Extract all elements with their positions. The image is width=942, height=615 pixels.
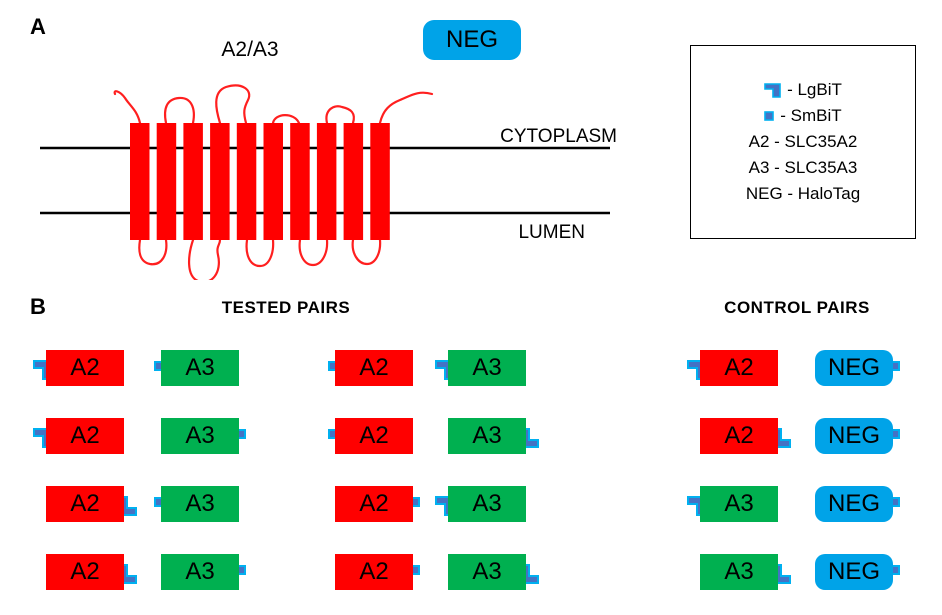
pair-box-label: A3 <box>185 490 215 517</box>
pair-box-neg: NEG <box>815 418 893 454</box>
legend-item-lgbit: - LgBiT <box>764 80 842 100</box>
bottom-loop <box>351 238 382 266</box>
pair-box-a2: A2 <box>46 418 124 454</box>
helix <box>263 123 283 240</box>
pair-box-neg: NEG <box>815 554 893 590</box>
legend-item-a3: A3 - SLC35A3 <box>749 158 858 178</box>
protein-title: A2/A3 <box>221 38 279 61</box>
membrane-diagram: CYTOPLASM LUMEN <box>40 84 617 280</box>
transmembrane-helices <box>130 123 390 240</box>
pair-box-a3: A3 <box>161 418 239 454</box>
top-loop <box>215 84 251 125</box>
helix <box>290 123 310 240</box>
pair-box-a2: A2 <box>335 554 413 590</box>
control-pairs-heading: CONTROL PAIRS <box>724 298 870 317</box>
lgbit-icon <box>764 82 781 98</box>
pair-box-a3: A3 <box>161 350 239 386</box>
helix <box>343 123 364 240</box>
pair-box-label: A2 <box>724 422 754 449</box>
pair-box-label: NEG <box>827 422 880 449</box>
pair-box-a3: A3 <box>700 486 778 522</box>
c-terminus-loop <box>378 91 434 125</box>
pair-box-label: A3 <box>724 490 754 517</box>
pair-box-label: A3 <box>185 354 215 381</box>
legend-item-a2: A2 - SLC35A2 <box>749 132 858 152</box>
legend-item-smbit: - SmBiT <box>764 106 842 126</box>
pair-box-label: A2 <box>359 422 389 449</box>
helix <box>316 123 337 240</box>
pair-box-neg: NEG <box>815 350 893 386</box>
bottom-loop <box>188 238 222 280</box>
cytoplasm-label: CYTOPLASM <box>500 126 617 147</box>
protein-loops <box>113 84 434 280</box>
pair-box-a3: A3 <box>448 554 526 590</box>
pair-box-a2: A2 <box>46 350 124 386</box>
pair-box-a3: A3 <box>448 418 526 454</box>
pair-box-a2: A2 <box>700 350 778 386</box>
legend-item-label: A3 - SLC35A3 <box>748 158 858 177</box>
pair-box-a3: A3 <box>700 554 778 590</box>
pair-box-label: A2 <box>724 354 754 381</box>
pair-box-label: A3 <box>185 422 215 449</box>
top-loop <box>163 96 195 125</box>
helix <box>156 123 177 240</box>
pair-box-label: A3 <box>724 558 754 585</box>
panel-b-label: B <box>30 294 46 319</box>
pair-box-label: A3 <box>185 558 215 585</box>
legend-item-label: - SmBiT <box>780 106 842 125</box>
top-loop <box>325 105 355 125</box>
bottom-loop <box>138 238 168 266</box>
pair-box-label: A2 <box>359 558 389 585</box>
pair-box-a2: A2 <box>46 486 124 522</box>
pair-box-a3: A3 <box>448 350 526 386</box>
legend-item-label: A2 - SLC35A2 <box>748 132 858 151</box>
legend-box: - LgBiT - SmBiT A2 - SLC35A2 A3 - SLC35A… <box>690 45 916 239</box>
pair-box-a2: A2 <box>46 554 124 590</box>
pair-box-label: A3 <box>472 490 502 517</box>
bottom-loop <box>298 238 329 267</box>
pair-box-label: A2 <box>70 422 100 449</box>
lumen-label: LUMEN <box>518 222 585 243</box>
legend-item-neg: NEG - HaloTag <box>746 184 860 204</box>
pair-box-a3: A3 <box>448 486 526 522</box>
pair-box-label: NEG <box>827 354 880 381</box>
pair-box-a3: A3 <box>161 486 239 522</box>
n-terminus-loop <box>113 90 142 125</box>
panel-a-label: A <box>30 14 46 39</box>
pair-box-a2: A2 <box>335 418 413 454</box>
pair-box-label: A2 <box>359 490 389 517</box>
pair-box-label: NEG <box>827 490 880 517</box>
pair-box-neg: NEG <box>815 486 893 522</box>
pair-box-label: A2 <box>70 354 100 381</box>
pair-box-a2: A2 <box>335 350 413 386</box>
smbit-icon <box>764 111 775 121</box>
pair-box-a2: A2 <box>335 486 413 522</box>
bottom-loop <box>245 238 275 268</box>
helix <box>183 123 203 240</box>
helix <box>236 123 257 240</box>
pair-box-label: A2 <box>70 490 100 517</box>
tested-pairs-heading: TESTED PAIRS <box>221 298 351 317</box>
pair-box-label: A2 <box>70 558 100 585</box>
top-loop <box>271 114 301 125</box>
pair-box-label: A3 <box>472 558 502 585</box>
helix <box>210 123 230 240</box>
neg-chip: NEG <box>423 20 521 60</box>
pair-box-a3: A3 <box>161 554 239 590</box>
legend-item-label: - LgBiT <box>787 80 842 99</box>
pair-box-a2: A2 <box>700 418 778 454</box>
pair-box-label: A3 <box>472 422 502 449</box>
helix <box>130 123 150 240</box>
helix <box>370 123 390 240</box>
pair-box-label: A2 <box>359 354 389 381</box>
pair-box-label: NEG <box>827 558 880 585</box>
legend-item-label: NEG - HaloTag <box>745 184 861 203</box>
pair-box-label: A3 <box>472 354 502 381</box>
